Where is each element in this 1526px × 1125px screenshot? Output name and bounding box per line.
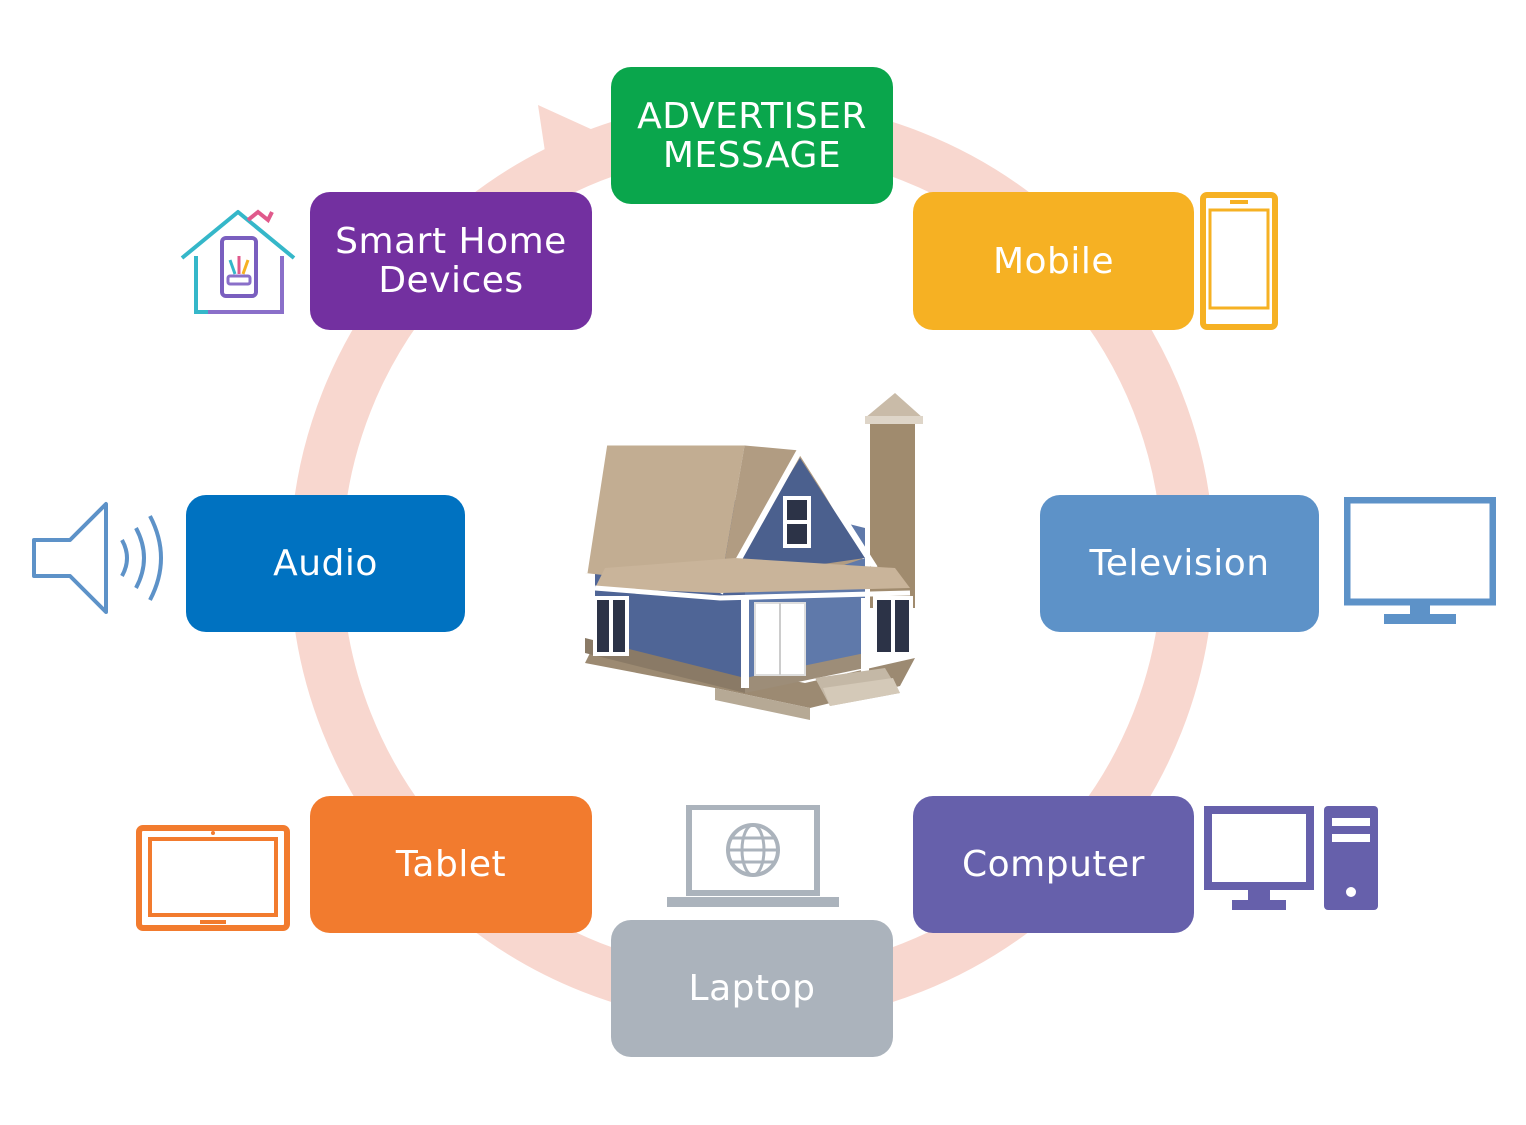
smart-home-devices-node: Smart Home Devices bbox=[310, 192, 592, 330]
monitor-icon bbox=[1344, 497, 1496, 624]
cycle-arrow-head bbox=[538, 105, 615, 185]
smart-home-icon bbox=[180, 209, 296, 314]
television-node: Television bbox=[1040, 495, 1319, 632]
laptop-globe-icon bbox=[667, 805, 839, 907]
tablet-node: Tablet bbox=[310, 796, 592, 933]
laptop-node: Laptop bbox=[611, 920, 893, 1057]
desktop-computer-icon bbox=[1204, 806, 1378, 910]
audio-node: Audio bbox=[186, 495, 465, 632]
speaker-icon bbox=[32, 502, 163, 614]
tablet-icon bbox=[136, 825, 290, 931]
mobile-node: Mobile bbox=[913, 192, 1194, 330]
house-illustration bbox=[582, 393, 923, 720]
advertiser-message-node: ADVERTISER MESSAGE bbox=[611, 67, 893, 204]
computer-node: Computer bbox=[913, 796, 1194, 933]
mobile-phone-icon bbox=[1200, 192, 1278, 330]
